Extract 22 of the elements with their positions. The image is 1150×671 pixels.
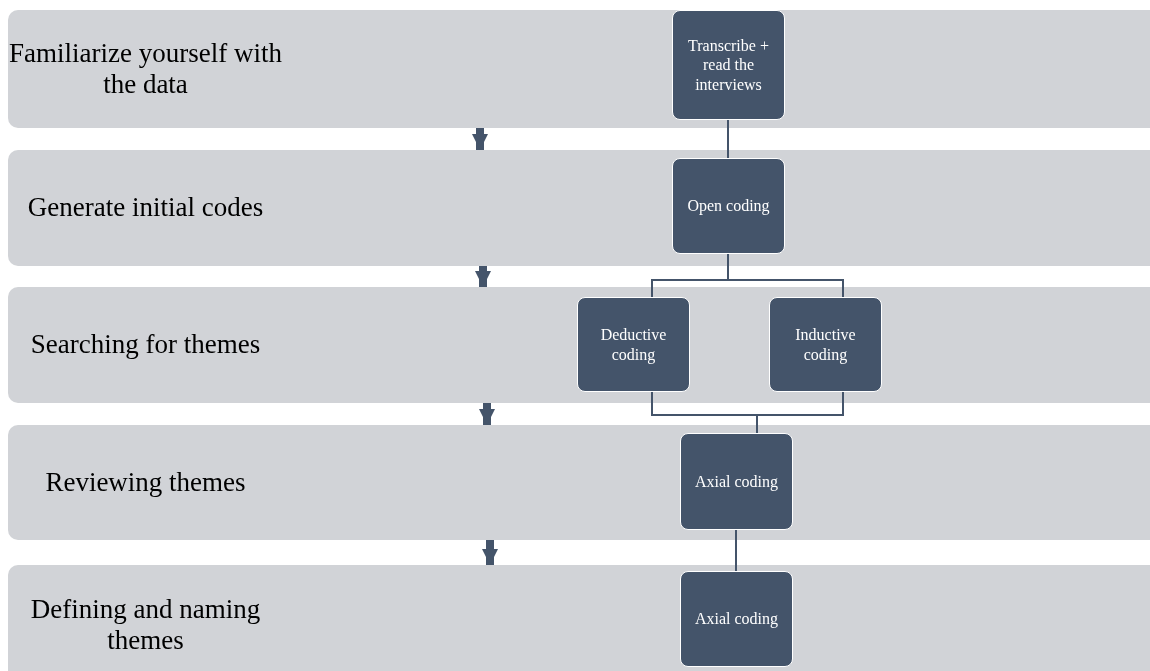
process-box: Axial coding xyxy=(680,571,793,667)
process-box: Open coding xyxy=(672,158,785,254)
process-box: Transcribe + read the interviews xyxy=(672,10,785,120)
stage-band xyxy=(8,287,1150,403)
down-arrow xyxy=(472,128,488,150)
stage-band xyxy=(8,10,1150,128)
stage-label: Searching for themes xyxy=(30,329,261,361)
process-box: Deductive coding xyxy=(577,297,690,392)
process-box: Inductive coding xyxy=(769,297,882,392)
stage-label: Defining and naming themes xyxy=(29,593,262,657)
connector-line xyxy=(735,529,737,572)
process-box: Axial coding xyxy=(680,433,793,530)
down-arrow xyxy=(475,266,491,287)
down-arrow xyxy=(482,540,498,565)
stage-band xyxy=(8,425,1150,540)
stage-label: Generate initial codes xyxy=(27,192,264,224)
stage-label: Reviewing themes xyxy=(45,466,246,498)
down-arrow xyxy=(479,403,495,425)
connector-line xyxy=(727,119,729,159)
stage-band xyxy=(8,150,1150,266)
stage-band xyxy=(8,565,1150,671)
stage-label: Familiarize yourself with the data xyxy=(8,37,283,101)
